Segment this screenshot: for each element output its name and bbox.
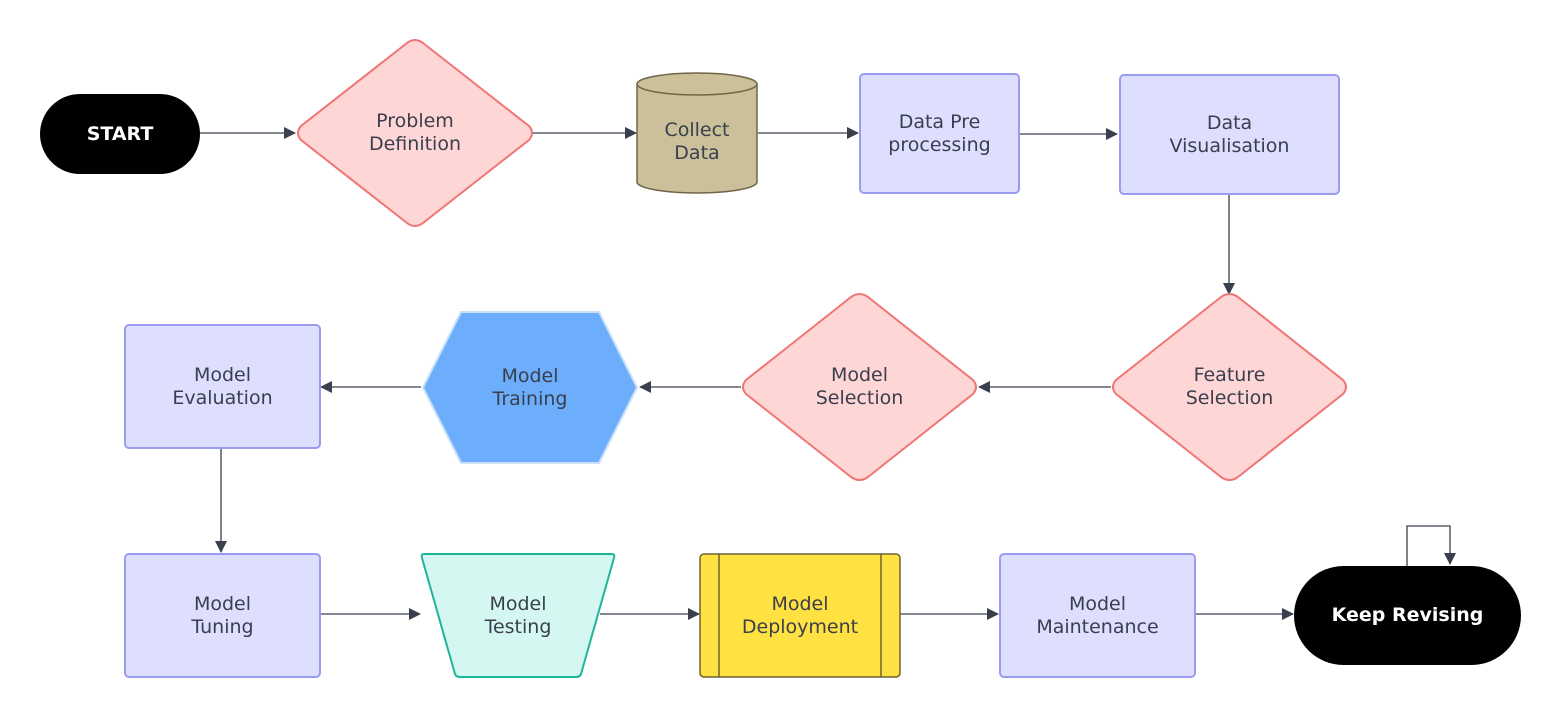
hexagon-shape	[422, 311, 638, 464]
model-testing-label-line-2: Testing	[484, 615, 552, 638]
collect-data-label-line-1: Collect	[664, 119, 730, 141]
model-deployment-predefined-process[interactable]: Model Deployment	[699, 553, 901, 678]
decision-diamond-shape	[742, 293, 977, 481]
model-deployment-label-line-1: Model	[771, 592, 829, 615]
manual-operation-trapezoid-shape	[420, 553, 616, 678]
collect-data-label-line-2: Data	[674, 142, 720, 164]
decision-diamond-shape	[1112, 293, 1347, 481]
model-testing-label-line-1: Model	[489, 592, 547, 615]
model-evaluation-process[interactable]: Model Evaluation	[124, 324, 321, 449]
start-terminal[interactable]: START	[40, 94, 200, 174]
model-training-label-line-1: Model	[501, 364, 559, 387]
data-visualisation-process[interactable]: Data Visualisation	[1119, 74, 1340, 195]
database-cylinder-shape	[636, 72, 758, 194]
data-preprocessing-label-line-1: Data Pre	[898, 110, 981, 133]
decision-diamond-shape	[297, 39, 533, 227]
model-selection-label-line-1: Model	[830, 364, 889, 386]
collect-data-database[interactable]: Collect Data	[636, 72, 758, 194]
model-selection-label-line-2: Selection	[815, 387, 904, 409]
model-training-hexagon[interactable]: Model Training	[421, 310, 639, 465]
model-selection-decision[interactable]: Model Selection	[740, 293, 979, 481]
model-evaluation-label-line-2: Evaluation	[172, 386, 273, 409]
problem-definition-label-line-2: Definition	[368, 133, 461, 155]
model-testing-trapezoid[interactable]: Model Testing	[420, 552, 616, 679]
feature-selection-label-line-2: Selection	[1185, 387, 1274, 409]
data-preprocessing-process[interactable]: Data Pre processing	[859, 73, 1020, 194]
problem-definition-decision[interactable]: Problem Definition	[295, 39, 535, 227]
model-tuning-label-line-1: Model	[193, 592, 252, 615]
data-preprocessing-label-line-2: processing	[888, 133, 991, 156]
predefined-process-shape	[699, 553, 901, 678]
model-maintenance-label-line-1: Model	[1068, 592, 1127, 615]
model-maintenance-label-line-2: Maintenance	[1036, 615, 1159, 638]
keep-revising-label: Keep Revising	[1331, 604, 1484, 626]
model-tuning-label-line-2: Tuning	[191, 615, 254, 638]
arrow-keep-revising-self-loop	[1406, 525, 1456, 566]
model-maintenance-process[interactable]: Model Maintenance	[999, 553, 1196, 678]
model-tuning-process[interactable]: Model Tuning	[124, 553, 321, 678]
model-evaluation-label-line-1: Model	[193, 363, 252, 386]
keep-revising-terminal[interactable]: Keep Revising	[1294, 566, 1521, 665]
model-deployment-label-line-2: Deployment	[741, 615, 859, 638]
data-visualisation-label-line-1: Data	[1206, 111, 1253, 134]
feature-selection-decision[interactable]: Feature Selection	[1110, 293, 1349, 481]
data-visualisation-label-line-2: Visualisation	[1169, 134, 1290, 157]
start-label: START	[86, 122, 154, 145]
feature-selection-label-line-1: Feature	[1193, 364, 1266, 386]
problem-definition-label-line-1: Problem	[376, 110, 454, 132]
model-training-label-line-2: Training	[492, 387, 568, 410]
